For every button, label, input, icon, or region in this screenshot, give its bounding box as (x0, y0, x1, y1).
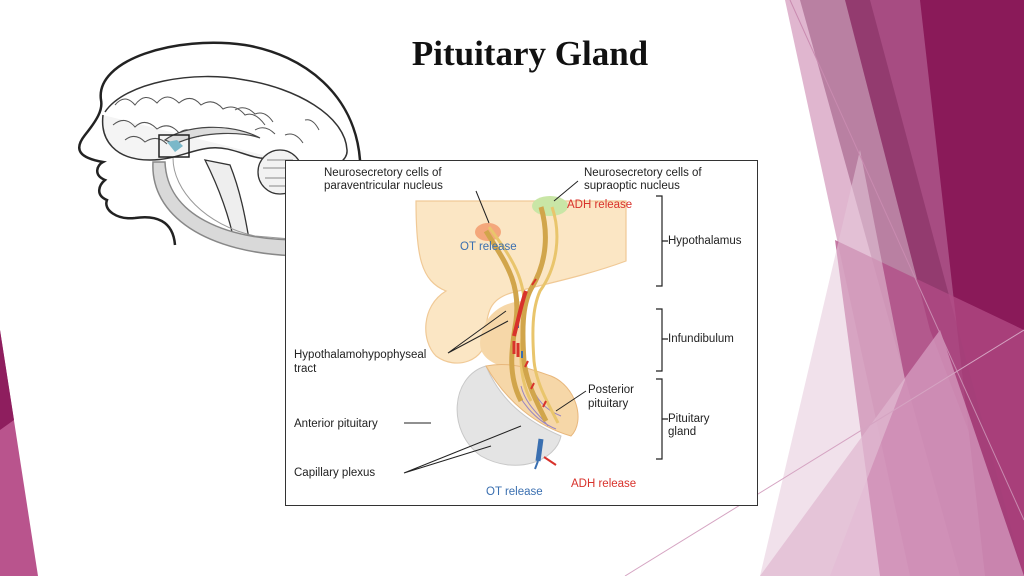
label-infundibulum: Infundibulum (668, 333, 734, 345)
label-capillary-plexus: Capillary plexus (294, 467, 376, 479)
label-ot-release-top: OT release (460, 241, 517, 253)
label-tract-2: tract (294, 363, 317, 375)
label-adh-release-bottom: ADH release (571, 478, 637, 490)
label-pituitary-gland-1: Pituitary (668, 413, 710, 425)
label-ot-release-bottom: OT release (486, 486, 543, 498)
pituitary-anatomy-figure (403, 180, 668, 474)
label-pituitary-gland-2: gland (668, 426, 697, 438)
label-paraventricular-2: paraventricular nucleus (324, 180, 443, 192)
pituitary-diagram-frame: Neurosecretory cells of paraventricular … (285, 160, 758, 506)
label-posterior-2: pituitary (588, 398, 629, 410)
label-supraoptic-1: Neurosecretory cells of (584, 167, 702, 179)
label-hypothalamus: Hypothalamus (668, 235, 742, 247)
label-tract-1: Hypothalamohypophyseal (294, 349, 427, 361)
slide-title: Pituitary Gland (411, 34, 649, 73)
label-paraventricular-1: Neurosecretory cells of (324, 167, 442, 179)
label-anterior-pituitary: Anterior pituitary (294, 418, 378, 430)
label-supraoptic-2: supraoptic nucleus (584, 180, 680, 192)
label-adh-release-top: ADH release (567, 199, 633, 211)
label-posterior-1: Posterior (588, 384, 635, 396)
